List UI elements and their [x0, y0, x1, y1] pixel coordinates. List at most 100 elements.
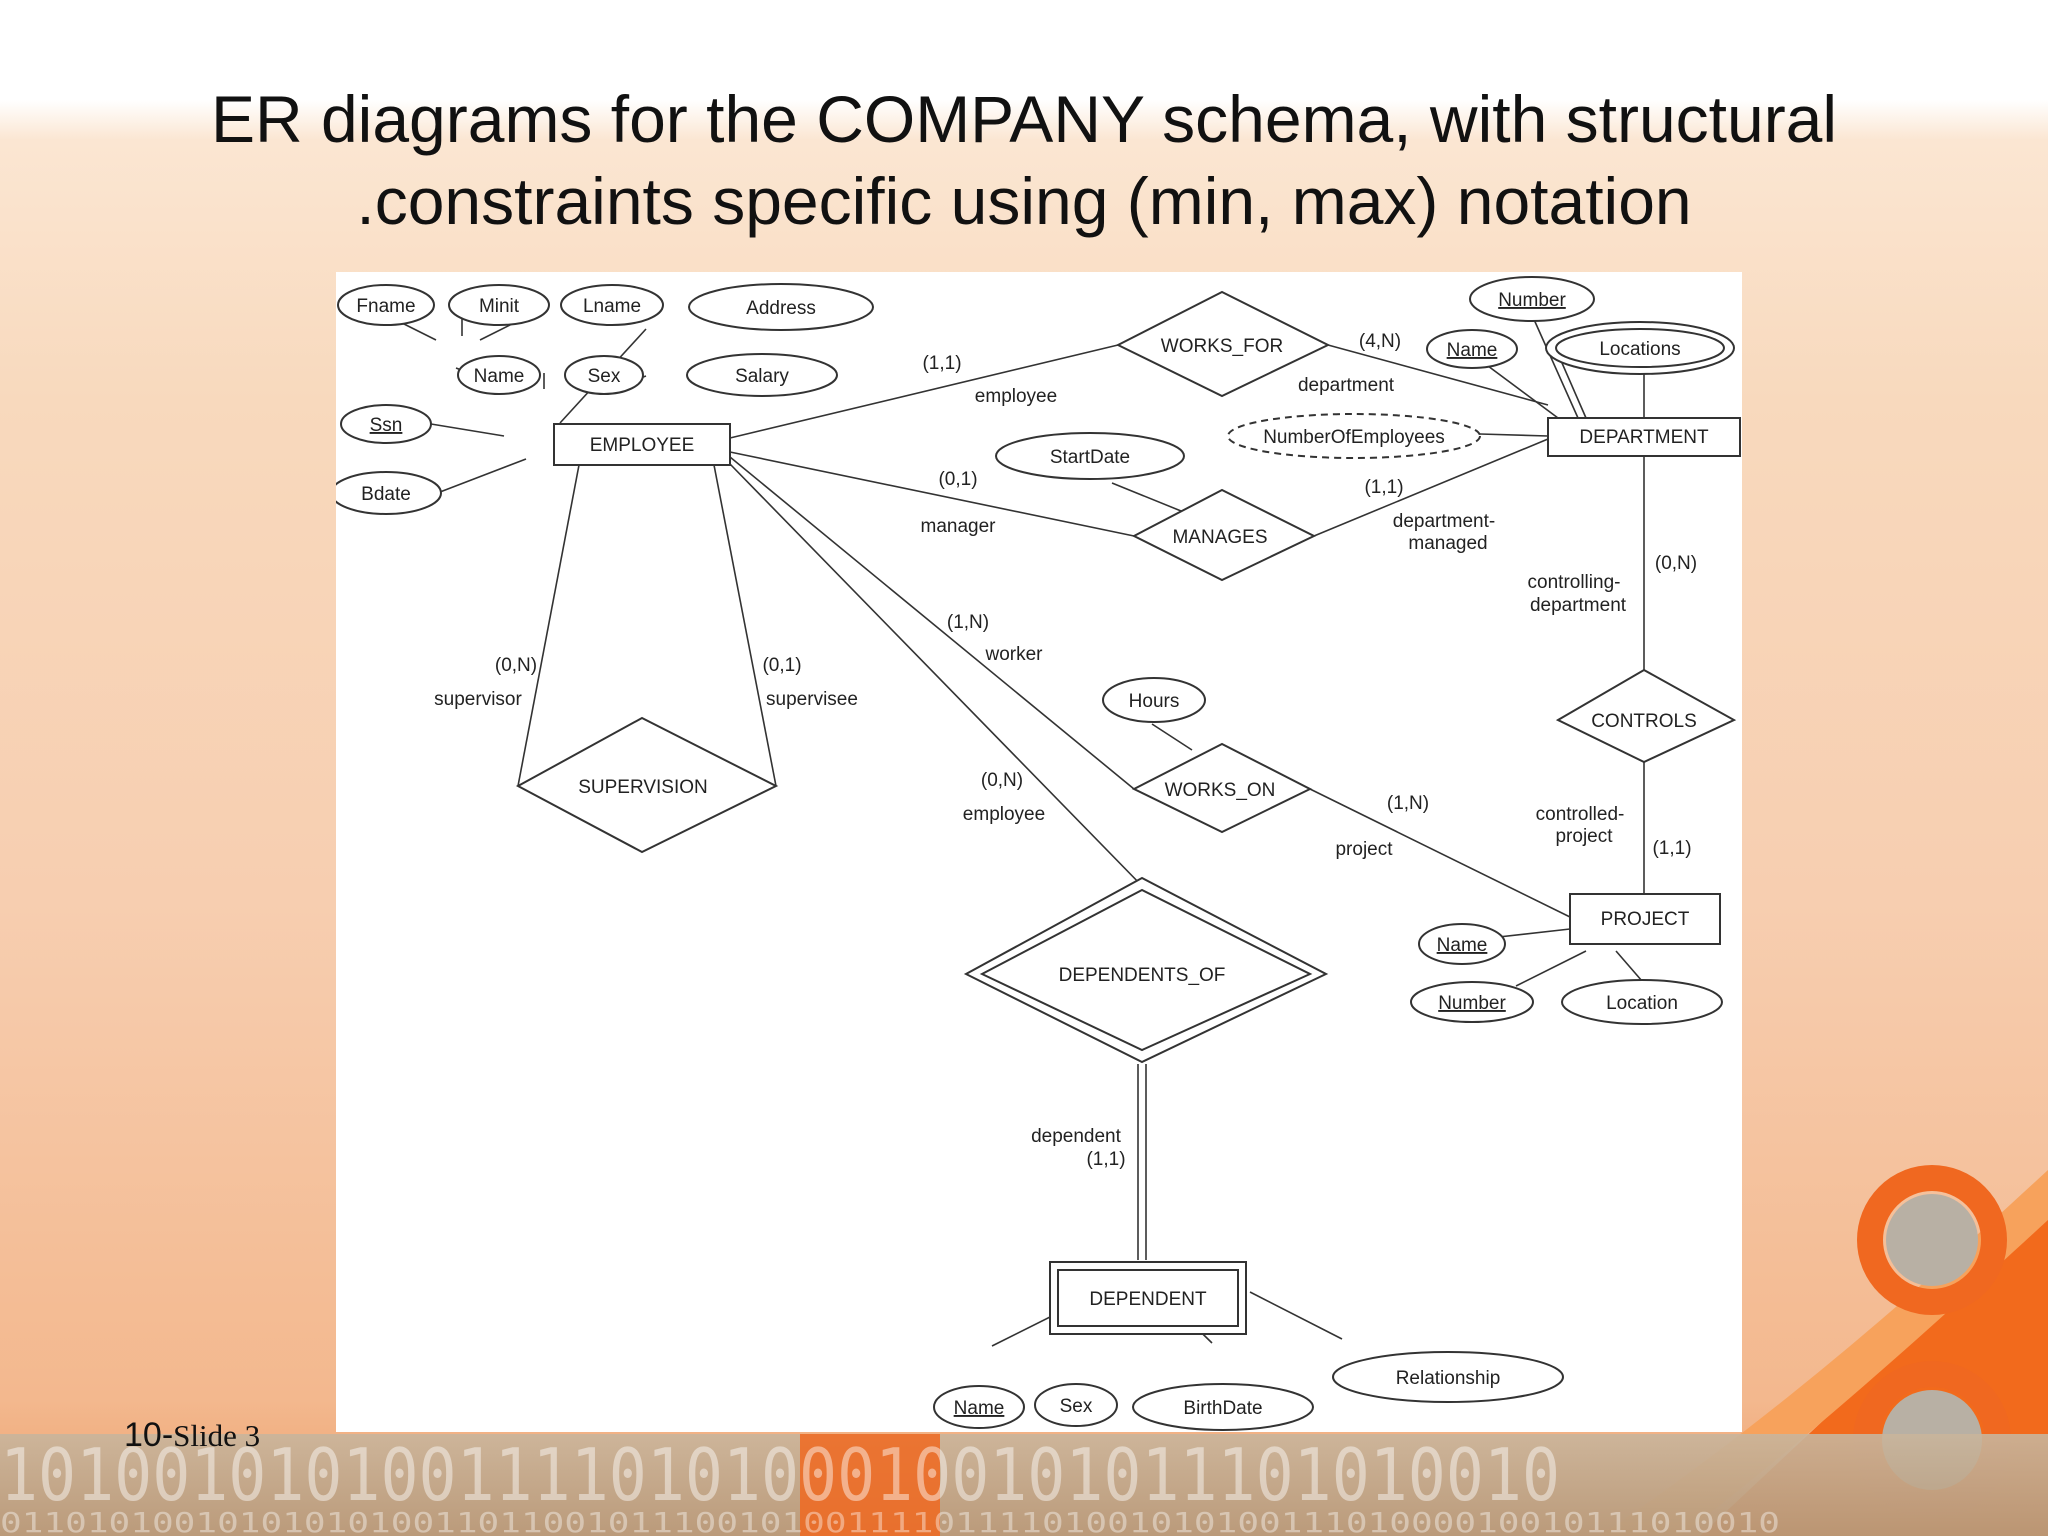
attr-proj-name-label: Name: [1437, 935, 1488, 956]
relationship-manages-label: MANAGES: [1172, 527, 1267, 548]
label-do-dep-role: dependent: [1031, 1126, 1122, 1147]
attr-dep-relationship: Relationship: [1332, 1351, 1564, 1403]
relationship-supervision-label: SUPERVISION: [578, 777, 708, 798]
attr-emp-name-label: Name: [474, 366, 525, 387]
relationship-works-on-label: WORKS_ON: [1165, 780, 1276, 801]
attr-manages-startdate-label: StartDate: [1050, 447, 1130, 468]
attr-emp-address-label: Address: [746, 298, 816, 319]
er-diagram: EMPLOYEE DEPARTMENT PROJECT DEPENDENT WO…: [336, 276, 1741, 1431]
slide-number: 10-Slide 3: [124, 1416, 260, 1455]
label-sup-right-role: supervisee: [766, 689, 858, 710]
attr-dept-number-label: Number: [1498, 290, 1566, 311]
attr-dept-locations-label: Locations: [1599, 339, 1680, 360]
label-ctl-dept-role-2: department: [1530, 595, 1627, 616]
entity-department: DEPARTMENT: [1547, 417, 1741, 457]
label-wo-emp-role: worker: [984, 644, 1043, 665]
label-wo-emp-card: (1,N): [947, 612, 989, 633]
attr-dept-name-label: Name: [1447, 340, 1498, 361]
attr-emp-bdate: Bdate: [336, 471, 442, 515]
attr-emp-minit: Minit: [448, 284, 550, 326]
attr-dep-relationship-label: Relationship: [1396, 1368, 1501, 1389]
entity-employee: EMPLOYEE: [553, 423, 731, 466]
attr-emp-minit-label: Minit: [479, 296, 520, 317]
relationship-dependents-of-label: DEPENDENTS_OF: [1059, 965, 1226, 986]
attr-workson-hours-label: Hours: [1129, 691, 1180, 712]
label-sup-left-role: supervisor: [434, 689, 522, 710]
entity-department-label: DEPARTMENT: [1579, 427, 1709, 448]
attr-emp-bdate-label: Bdate: [361, 484, 411, 505]
label-mg-emp-role: manager: [921, 516, 997, 537]
label-ctl-proj-role-2: project: [1555, 826, 1613, 847]
label-mg-dept-role-1: department-: [1393, 511, 1495, 532]
entity-employee-label: EMPLOYEE: [590, 435, 695, 456]
attr-emp-ssn: Ssn: [340, 404, 432, 444]
relationship-dependents-of: DEPENDENTS_OF: [963, 876, 1329, 1064]
label-wf-dept-card: (4,N): [1359, 331, 1401, 352]
slide-title: ER diagrams for the COMPANY schema, with…: [0, 78, 2048, 242]
attr-dep-name: Name: [933, 1385, 1025, 1429]
label-ctl-proj-card: (1,1): [1652, 838, 1691, 859]
binary-strip-line-1: 1010010101001111010100010010101110101001…: [0, 1434, 1560, 1517]
attr-emp-salary-label: Salary: [735, 366, 789, 387]
binary-band: [0, 1434, 2048, 1536]
attr-dep-birthdate: BirthDate: [1132, 1383, 1314, 1431]
decor-ring-top-core: [1886, 1194, 1978, 1286]
relationship-works-for-label: WORKS_FOR: [1161, 336, 1283, 357]
label-do-dep-card: (1,1): [1086, 1149, 1125, 1170]
attr-proj-number: Number: [1410, 981, 1534, 1023]
label-ctl-proj-role-1: controlled-: [1536, 804, 1625, 825]
label-wo-proj-card: (1,N): [1387, 793, 1429, 814]
relationship-controls: CONTROLS: [1555, 668, 1737, 764]
attr-dept-number: Number: [1469, 276, 1595, 322]
relationship-works-for: WORKS_FOR: [1115, 290, 1331, 398]
slide-number-prefix: 10-: [124, 1416, 174, 1454]
slide-title-line-1: ER diagrams for the COMPANY schema, with…: [210, 82, 1838, 156]
binary-band-accent: [800, 1434, 940, 1536]
er-connectors: [381, 312, 1645, 1347]
relationship-works-on: WORKS_ON: [1131, 742, 1313, 834]
attr-emp-address: Address: [688, 283, 874, 331]
label-ctl-dept-role-1: controlling-: [1528, 572, 1621, 593]
attr-emp-lname-label: Lname: [583, 296, 641, 317]
label-wf-emp-role: employee: [975, 386, 1057, 407]
attr-emp-lname: Lname: [560, 284, 664, 326]
relationship-manages: MANAGES: [1131, 488, 1317, 582]
attr-emp-sex: Sex: [564, 355, 644, 395]
relationship-supervision: SUPERVISION: [515, 716, 779, 854]
attr-dep-sex-label: Sex: [1060, 1396, 1093, 1417]
attr-emp-fname-label: Fname: [356, 296, 415, 317]
attr-emp-ssn-label: Ssn: [370, 415, 403, 436]
label-wf-emp-card: (1,1): [922, 353, 961, 374]
entity-project-label: PROJECT: [1601, 909, 1690, 930]
attr-dept-numberofemployees: NumberOfEmployees: [1227, 413, 1481, 459]
label-mg-dept-role-2: managed: [1408, 533, 1487, 554]
er-diagram-panel: EMPLOYEE DEPARTMENT PROJECT DEPENDENT WO…: [336, 272, 1742, 1432]
label-wf-dept-role: department: [1298, 375, 1395, 396]
attr-emp-name: Name: [457, 355, 541, 395]
slide-title-line-2: .constraints specific using (min, max) n…: [356, 164, 1692, 238]
attr-dept-name: Name: [1426, 329, 1518, 369]
label-mg-dept-card: (1,1): [1364, 477, 1403, 498]
attr-manages-startdate: StartDate: [995, 432, 1185, 480]
label-do-emp-card: (0,N): [981, 770, 1023, 791]
attr-dept-locations: Locations: [1545, 321, 1735, 375]
decor-ring-top: [1857, 1165, 2007, 1315]
attr-proj-location-label: Location: [1606, 993, 1678, 1014]
attr-dept-numberofemployees-label: NumberOfEmployees: [1263, 427, 1445, 448]
label-do-emp-role: employee: [963, 804, 1045, 825]
attr-emp-salary: Salary: [686, 353, 838, 397]
entity-dependent: DEPENDENT: [1049, 1261, 1247, 1335]
entity-project: PROJECT: [1569, 893, 1721, 945]
attr-workson-hours: Hours: [1102, 677, 1206, 723]
binary-strip: 1010010101001111010100010010101110101001…: [0, 1434, 1780, 1536]
label-ctl-dept-card: (0,N): [1655, 553, 1697, 574]
attr-emp-fname: Fname: [337, 284, 435, 326]
label-sup-left-card: (0,N): [495, 655, 537, 676]
attr-dep-sex: Sex: [1034, 1383, 1118, 1427]
entity-dependent-label: DEPENDENT: [1089, 1289, 1207, 1310]
attr-dep-birthdate-label: BirthDate: [1183, 1398, 1262, 1419]
label-sup-right-card: (0,1): [762, 655, 801, 676]
slide-number-word: Slide 3: [173, 1418, 261, 1453]
label-mg-emp-card: (0,1): [938, 469, 977, 490]
